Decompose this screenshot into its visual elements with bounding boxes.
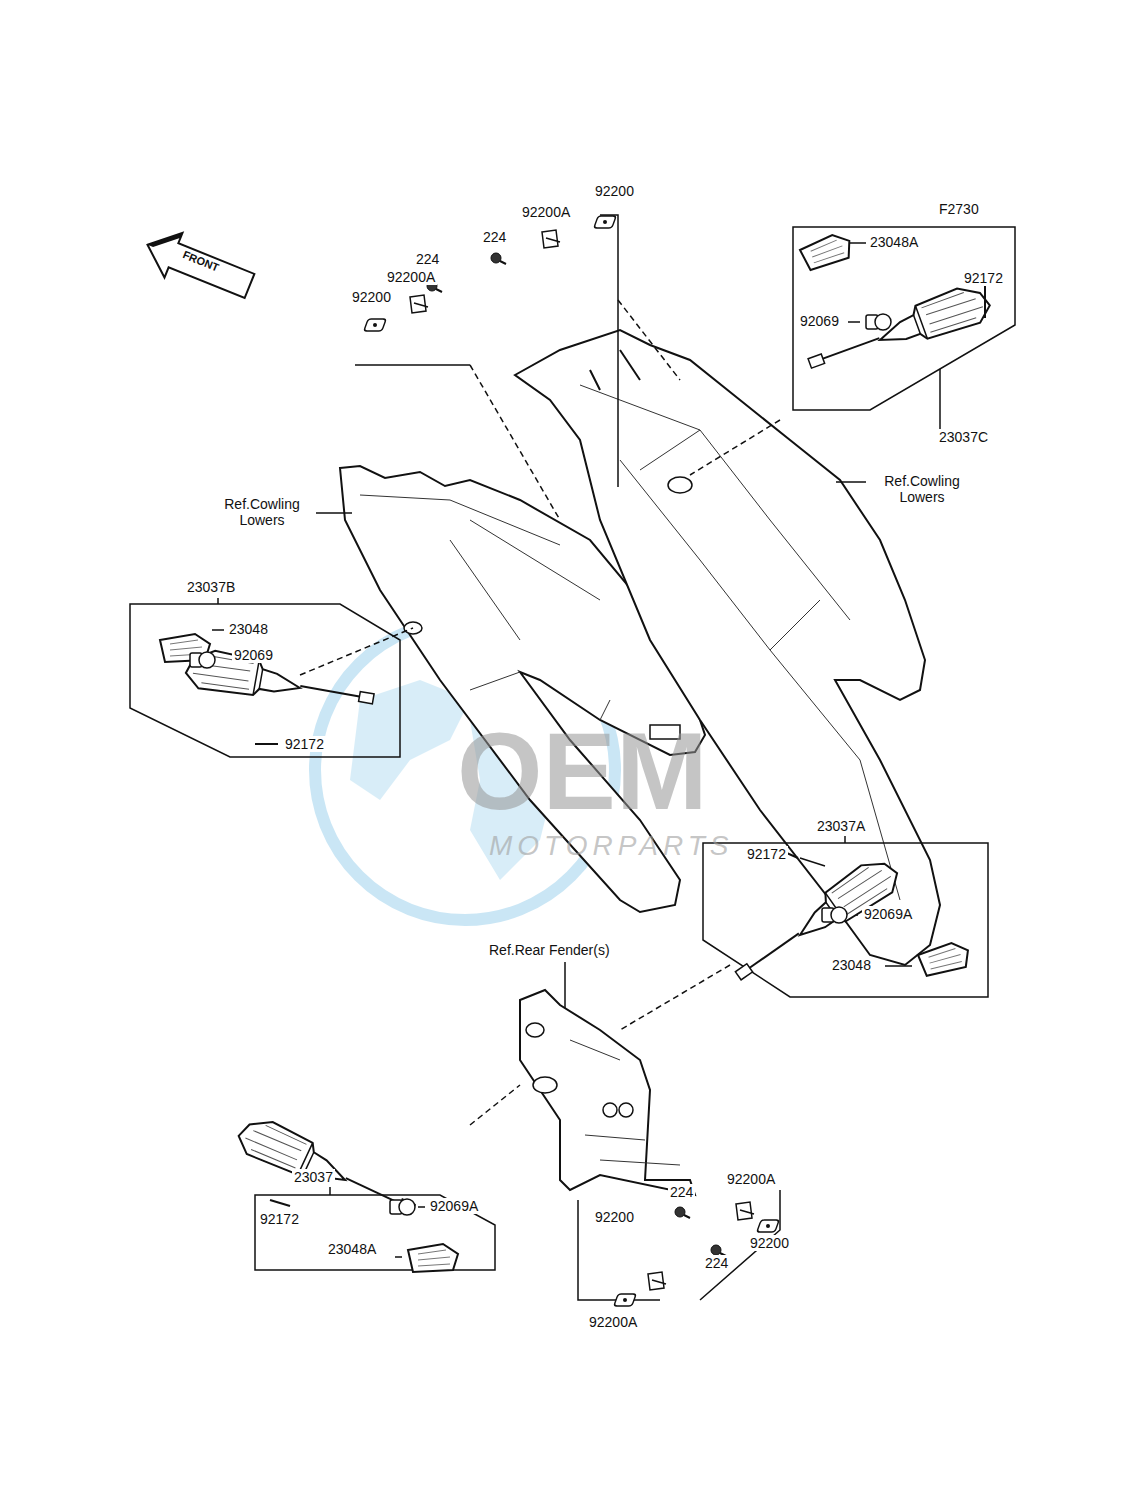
callout-number: 224 [703,1255,730,1271]
reference-note: Ref.Rear Fender(s) [487,942,612,958]
callout-number: 23048A [868,234,920,250]
callout-number: 92200A [520,204,572,220]
front-arrow [139,223,259,309]
callout-number: 92200 [593,183,636,199]
callout-number: 92069A [862,906,914,922]
callout-number: 92069 [232,647,275,663]
watermark: OEM [455,716,710,826]
callout-number: 224 [481,229,508,245]
callout-number: 23037 [292,1169,335,1185]
rear-fender [520,990,695,1195]
callout-number: 92200A [587,1314,639,1330]
callout-number: 92069A [428,1198,480,1214]
callout-number: 224 [668,1184,695,1200]
callout-number: 92200 [593,1209,636,1225]
fastener-parts [364,216,779,1306]
callout-number: 92200A [385,269,437,285]
figure-code: F2730 [937,201,981,217]
callout-number: 23037A [815,818,867,834]
leader-lines [130,215,1015,1300]
watermark: MOTORPARTS [487,831,735,861]
callout-number: 23037B [185,579,237,595]
callout-number: 224 [414,251,441,267]
callout-number: 92172 [258,1211,301,1227]
callout-number: 92172 [745,846,788,862]
callout-number: 23048 [830,957,873,973]
callout-number: 92172 [283,736,326,752]
callout-number: 92200A [725,1171,777,1187]
turn-signal-parts [160,231,994,1272]
callout-number: 92069 [798,313,841,329]
callout-number: 23048A [326,1241,378,1257]
callout-number: 92172 [962,270,1005,286]
reference-note: Ref.Cowling Lowers [868,473,976,505]
callout-number: 92200 [350,289,393,305]
callout-number: 23037C [937,429,990,445]
callout-number: 23048 [227,621,270,637]
direction-label: FRONT [179,246,224,277]
reference-note: Ref.Cowling Lowers [208,496,316,528]
callout-number: 92200 [748,1235,791,1251]
